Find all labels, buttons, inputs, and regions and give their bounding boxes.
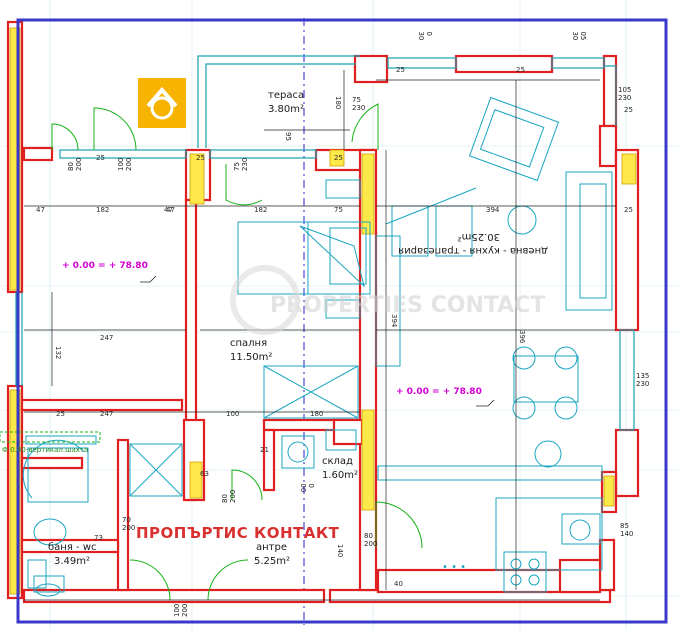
- logo-watermark: PROPERTIES CONTACT: [230, 265, 545, 335]
- dim-d-70-200: 70 200: [122, 516, 136, 532]
- agency-watermark: ПРОПЪРТИС КОНТАКТ: [136, 524, 340, 542]
- dim-h47b: 47: [164, 206, 173, 214]
- dim-h180: 180: [310, 410, 323, 418]
- logo-watermark-text: PROPERTIES CONTACT: [270, 293, 545, 318]
- living-name: дневна - кухня - трапезария: [398, 245, 548, 256]
- dim-r-135-230: 135 230: [636, 372, 650, 388]
- dim-d-100-200: 100 200: [173, 603, 189, 617]
- terrace-area: 3.80m²: [268, 104, 304, 115]
- bathroom-area: 3.49m²: [54, 556, 90, 567]
- hall-area: 5.25m²: [254, 556, 290, 567]
- dim-d-80-200b: 80 200: [364, 532, 378, 548]
- bed-icon: [237, 221, 371, 295]
- dim-top-80-230: 80 230: [417, 32, 433, 41]
- svg-text:• • •: • • •: [442, 562, 466, 573]
- dim-s25c: 25: [624, 106, 633, 114]
- dim-s25b: 25: [516, 66, 525, 74]
- dim-v132: 132: [54, 346, 62, 359]
- house-logo-icon: [138, 78, 186, 128]
- living-area: 30.25m²: [458, 231, 500, 242]
- dim-h25a: 25: [624, 206, 633, 214]
- sofa-icon: [565, 171, 613, 311]
- level-right: + 0.00 = + 78.80: [396, 387, 482, 397]
- bedroom-name: спалня: [230, 338, 267, 349]
- dim-h394: 394: [486, 206, 500, 214]
- doors: [0, 103, 423, 601]
- dim-t-75-230b: 75 230: [233, 157, 249, 171]
- dim-h75: 75: [334, 206, 343, 214]
- dim-r-85-140: 85 140: [620, 522, 634, 538]
- terrace-outline: [197, 55, 360, 148]
- dim-s47: 47: [166, 206, 175, 214]
- level-left: + 0.00 = + 78.80: [62, 261, 148, 271]
- dim-d-80-200: 80 200: [221, 489, 237, 503]
- wardrobe: [263, 235, 401, 419]
- dim-h25b: 25: [56, 410, 65, 418]
- dim-s40: 40: [394, 580, 403, 588]
- dimension-texts: 47 182 47 182 75 394 25 247 247 100 180 …: [36, 66, 633, 588]
- opening-dimensions: 80 230 105 230 105 230 135 230 85 140 75…: [67, 32, 650, 617]
- armchair-icon: [468, 96, 560, 182]
- dim-v95: 95: [284, 132, 292, 141]
- dim-s25e: 25: [196, 154, 205, 162]
- dim-t-75-230: 75 230: [352, 96, 366, 112]
- storage-area: 1.60m²: [322, 470, 358, 481]
- dim-h247b: 247: [100, 410, 113, 418]
- dimension-lines: [24, 70, 616, 601]
- dim-r-105-230: 105 230: [618, 86, 632, 102]
- dim-v140: 140: [336, 544, 344, 557]
- dim-s25d: 25: [96, 154, 105, 162]
- dim-v396: 396: [518, 330, 526, 344]
- dim-h100: 100: [226, 410, 239, 418]
- dim-t-80-200: 80 200: [67, 157, 83, 171]
- dim-h247a: 247: [100, 334, 113, 342]
- dim-s73: 73: [94, 534, 103, 542]
- dim-d-90-200: 90 200: [299, 484, 315, 493]
- storage-name: склад: [322, 456, 353, 467]
- terrace-name: тераса: [268, 90, 304, 101]
- bathroom-name: баня - wc: [48, 542, 97, 553]
- dining-table-icon: [507, 205, 579, 468]
- dim-s63: 63: [200, 470, 209, 478]
- dim-h182a: 182: [96, 206, 109, 214]
- windows: [15, 57, 635, 431]
- dim-s25f: 25: [334, 154, 343, 162]
- bedroom-area: 11.50m²: [230, 352, 272, 363]
- dim-v394: 394: [390, 314, 398, 328]
- dim-h47a: 47: [36, 206, 45, 214]
- dim-h182b: 182: [254, 206, 267, 214]
- hall-name: антре: [256, 542, 287, 553]
- selection-frame: [16, 18, 668, 624]
- room-labels: тераса 3.80m² спалня 11.50m² дневна - ку…: [48, 90, 548, 567]
- dim-t-100-200: 100 200: [117, 157, 133, 171]
- insulation: [9, 27, 637, 595]
- shower-icon: [22, 439, 89, 503]
- furniture: • • •: [22, 96, 613, 597]
- sink-icon: [561, 513, 601, 545]
- dim-s21: 21: [260, 446, 269, 454]
- dim-v180: 180: [334, 96, 342, 109]
- dim-top-105-230: 105 230: [571, 32, 587, 41]
- toilet-icon: [33, 518, 67, 597]
- shaft-label: Ф 0.80-вертикал.шахта: [2, 446, 88, 454]
- dim-s25a: 25: [396, 66, 405, 74]
